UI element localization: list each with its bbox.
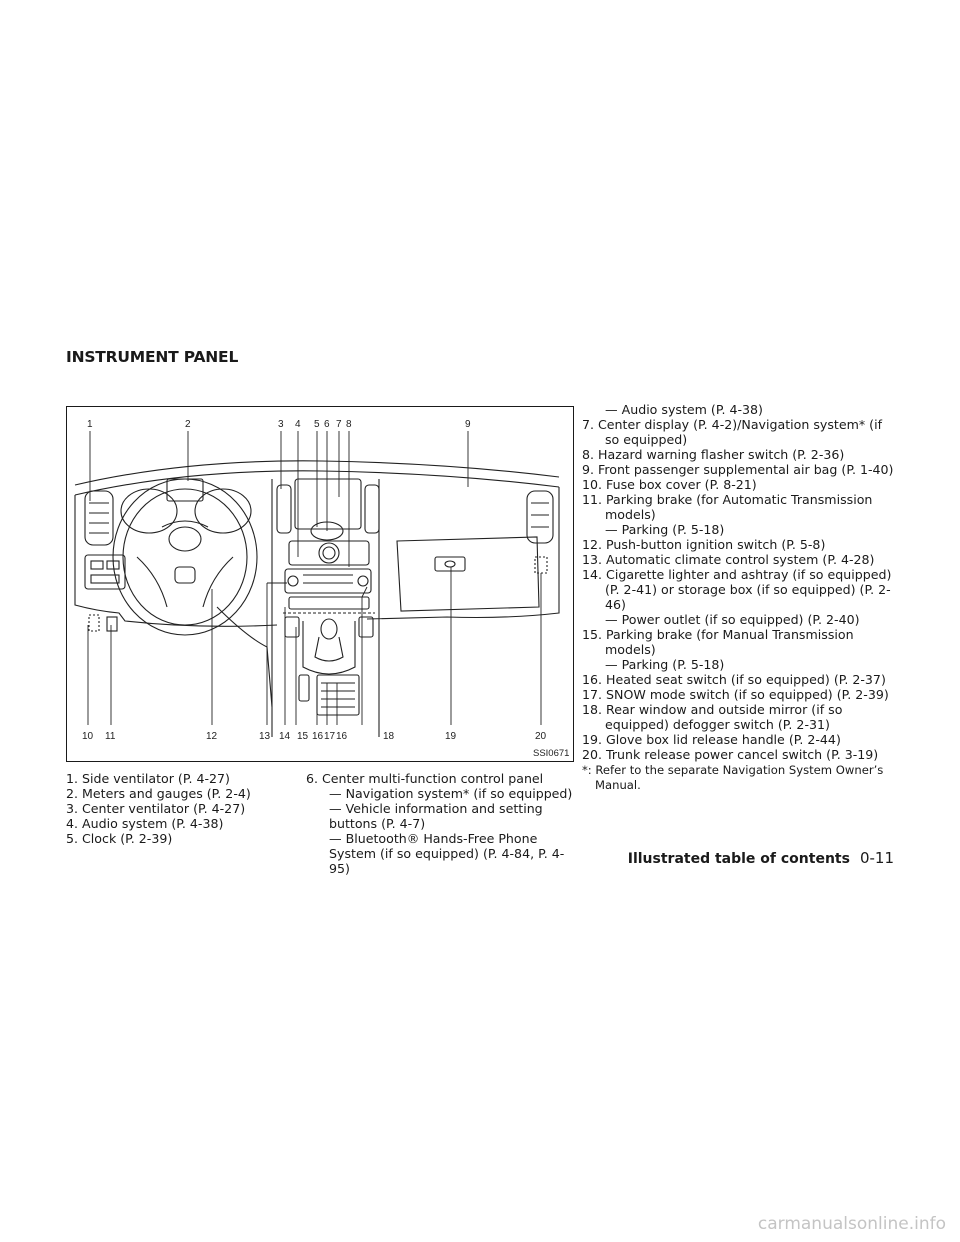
footnote: *: Refer to the separate Navigation Syst… bbox=[582, 763, 884, 792]
list-item: 13. Automatic climate control system (P.… bbox=[582, 552, 875, 567]
list-item: 3. Center ventilator (P. 4-27) bbox=[66, 801, 246, 816]
figure-code: SSI0671 bbox=[533, 748, 569, 759]
list-item: 19. Glove box lid release handle (P. 2-4… bbox=[582, 732, 841, 747]
callout-label: 16 bbox=[312, 731, 324, 742]
list-item: 16. Heated seat switch (if so equipped) … bbox=[582, 672, 886, 687]
list-item: 14. Cigarette lighter and ashtray (if so… bbox=[582, 567, 892, 612]
list-item: 5. Clock (P. 2-39) bbox=[66, 831, 173, 846]
callout-label: 5 bbox=[314, 419, 320, 430]
page-footer: Illustrated table of contents 0-11 bbox=[628, 849, 894, 867]
callout-label: 3 bbox=[278, 419, 284, 430]
callout-label: 19 bbox=[445, 731, 457, 742]
list-item: 2. Meters and gauges (P. 2-4) bbox=[66, 786, 251, 801]
list-item: 17. SNOW mode switch (if so equipped) (P… bbox=[582, 687, 889, 702]
list-item: 6. Center multi-function control panel bbox=[306, 771, 544, 786]
list-subitem: — Power outlet (if so equipped) (P. 2-40… bbox=[605, 612, 860, 627]
callout-label: 7 bbox=[336, 419, 342, 430]
list-subitem: — Audio system (P. 4-38) bbox=[605, 402, 763, 417]
watermark: carmanualsonline.info bbox=[757, 1214, 946, 1234]
callout-label: 4 bbox=[295, 419, 301, 430]
list-item: 4. Audio system (P. 4-38) bbox=[66, 816, 224, 831]
list-item: 12. Push-button ignition switch (P. 5-8) bbox=[582, 537, 826, 552]
callout-label: 6 bbox=[324, 419, 330, 430]
instrument-panel-illustration: 1 2 3 4 5 6 7 8 9 10 11 12 13 14 15 16 1… bbox=[74, 419, 569, 759]
list-item: 18. Rear window and outside mirror (if s… bbox=[582, 702, 843, 732]
callout-label: 10 bbox=[82, 731, 94, 742]
list-item: 15. Parking brake (for Manual Transmissi… bbox=[582, 627, 854, 657]
callout-label: 16 bbox=[336, 731, 348, 742]
contents-column-3: — Audio system (P. 4-38) 7. Center displ… bbox=[582, 402, 900, 793]
list-item: 8. Hazard warning flasher switch (P. 2-3… bbox=[582, 447, 845, 462]
callout-label: 2 bbox=[185, 419, 191, 430]
callout-label: 8 bbox=[346, 419, 352, 430]
section-title: INSTRUMENT PANEL bbox=[66, 348, 239, 366]
callout-label: 12 bbox=[206, 731, 218, 742]
callout-label: 14 bbox=[279, 731, 291, 742]
list-item: 10. Fuse box cover (P. 8-21) bbox=[582, 477, 757, 492]
list-item: 7. Center display (P. 4-2)/Navigation sy… bbox=[582, 417, 883, 447]
instrument-panel-figure: 1 2 3 4 5 6 7 8 9 10 11 12 13 14 15 16 1… bbox=[66, 406, 574, 762]
list-subitem: — Navigation system* (if so equipped) bbox=[329, 786, 573, 801]
callout-label: 13 bbox=[259, 731, 271, 742]
callout-label: 17 bbox=[324, 731, 336, 742]
callout-label: 9 bbox=[465, 419, 471, 430]
list-subitem: — Vehicle information and setting button… bbox=[329, 801, 543, 831]
list-subitem: — Parking (P. 5-18) bbox=[605, 657, 725, 672]
list-item: 1. Side ventilator (P. 4-27) bbox=[66, 771, 230, 786]
callout-label: 1 bbox=[87, 419, 93, 430]
callout-label: 18 bbox=[383, 731, 395, 742]
contents-column-1: 1. Side ventilator (P. 4-27) 2. Meters a… bbox=[66, 771, 306, 846]
list-item: 11. Parking brake (for Automatic Transmi… bbox=[582, 492, 873, 522]
callout-label: 11 bbox=[105, 731, 116, 742]
list-subitem: — Bluetooth® Hands-Free Phone System (if… bbox=[329, 831, 565, 876]
callout-label: 15 bbox=[297, 731, 309, 742]
list-item: 20. Trunk release power cancel switch (P… bbox=[582, 747, 879, 762]
footer-label: Illustrated table of contents bbox=[627, 851, 850, 867]
list-item: 9. Front passenger supplemental air bag … bbox=[582, 462, 894, 477]
contents-column-2: 6. Center multi-function control panel —… bbox=[306, 771, 582, 876]
list-subitem: — Parking (P. 5-18) bbox=[605, 522, 725, 537]
callout-label: 20 bbox=[535, 731, 547, 742]
page-number: 0-11 bbox=[859, 849, 894, 867]
